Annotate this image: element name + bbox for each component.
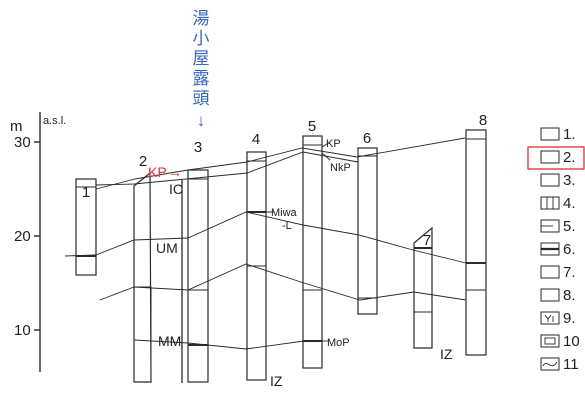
legend-label-9: 9. (563, 310, 576, 327)
axis-label-20: 20 (14, 228, 31, 245)
legend-swatch-9 (540, 311, 560, 325)
unit-label-iz-2: IZ (440, 346, 453, 362)
legend-swatch-2 (540, 150, 560, 164)
unit-label-miwa: Miwa (271, 207, 298, 219)
legend-swatch-3 (540, 173, 560, 187)
column-1-top (75, 178, 97, 188)
unit-label-um: UM (156, 240, 178, 256)
axis-unit-suffix: a.s.l. (43, 115, 66, 127)
column-4 (246, 151, 274, 381)
legend-label-6: 6. (563, 241, 576, 258)
column-2 (133, 171, 152, 383)
column-4-top (246, 151, 267, 162)
column-1 (75, 178, 97, 276)
axis-label-30: 30 (14, 134, 31, 151)
title-char-5: 頭 (193, 89, 210, 108)
column-8-top (465, 129, 487, 140)
legend-highlight-box (527, 146, 585, 170)
legend-label-5: 5. (563, 218, 576, 235)
legend-label-3: 3. (563, 172, 576, 189)
column-5-gravel (302, 289, 323, 369)
legend-label-10: 10 (563, 333, 580, 350)
unit-label-kp: KP (326, 138, 341, 150)
title-char-4: 露 (193, 69, 210, 88)
title-char-1: 湯 (193, 9, 210, 28)
column-number-1: 1 (82, 184, 90, 201)
title-char-3: 屋 (193, 49, 210, 68)
column-3 (181, 169, 209, 383)
unit-label-mm: MM (158, 333, 181, 349)
legend-label-2: 2. (563, 149, 576, 166)
column-8 (465, 129, 487, 356)
outcrop-title: 湯 小 屋 露 頭 ↓ (193, 9, 210, 130)
unit-labels: KP → IC UM MM Miwa -L KP NkP MoP IZ IZ (148, 138, 453, 389)
legend: 1. 2. 3. 4. 5. 6. 7. 8. 9. 10 11 (527, 126, 585, 373)
column-number-6: 6 (363, 130, 371, 147)
legend-swatch-10 (540, 334, 560, 348)
kp-highlight-label: KP (148, 164, 167, 180)
column-number-8: 8 (479, 112, 487, 129)
column-2-body (133, 171, 152, 383)
correlation-line-ic (95, 151, 359, 186)
kp-highlight-arrow-icon: → (168, 164, 182, 180)
column-6 (357, 147, 378, 315)
unit-label-iz-1: IZ (270, 373, 283, 389)
column-number-4: 4 (252, 131, 260, 148)
legend-label-11: 11 (563, 356, 579, 373)
column-3-body (187, 169, 209, 383)
unit-label-mop: MoP (327, 337, 350, 349)
column-6-top (357, 147, 378, 157)
column-8-body (465, 129, 487, 356)
correlation-line-mm (99, 263, 467, 301)
legend-label-1: 1. (563, 126, 576, 143)
legend-swatch-7 (540, 265, 560, 279)
correlation-line-mop (133, 339, 305, 350)
unit-label-nkp: NkP (330, 162, 351, 174)
column-5-top (302, 135, 323, 146)
column-number-5: 5 (308, 118, 316, 135)
correlation-line-um (64, 211, 467, 264)
column-5 (302, 135, 331, 369)
column-number-2: 2 (139, 153, 147, 170)
column-7 (413, 226, 433, 349)
legend-swatch-11 (540, 357, 560, 371)
axis-label-10: 10 (14, 322, 31, 339)
unit-label-miwa-l: -L (282, 220, 292, 232)
column-8-gravel (465, 289, 487, 356)
column-5-body (302, 135, 323, 369)
column-6-body (357, 147, 378, 315)
column-6-base (357, 297, 378, 315)
legend-label-7: 7. (563, 264, 576, 281)
legend-swatch-1 (540, 127, 560, 141)
legend-swatch-4 (540, 196, 560, 210)
column-2-gravel (133, 286, 152, 383)
column-4-gravel (246, 265, 267, 381)
column-7-gravel (413, 311, 433, 349)
title-arrow-icon: ↓ (197, 111, 206, 130)
column-numbers: 1 2 3 4 5 6 7 8 (82, 112, 487, 249)
title-char-2: 小 (193, 29, 210, 48)
legend-swatch-8 (540, 288, 560, 302)
axis-unit: m (10, 118, 23, 135)
column-number-7: 7 (423, 232, 431, 249)
legend-label-8: 8. (563, 287, 576, 304)
legend-label-4: 4. (563, 195, 576, 212)
unit-label-ic: IC (169, 181, 183, 197)
column-3-gravel (187, 289, 209, 383)
column-number-3: 3 (194, 139, 202, 156)
elevation-axis: m a.s.l. 30 20 10 (10, 112, 66, 372)
column-3-top (187, 169, 209, 180)
